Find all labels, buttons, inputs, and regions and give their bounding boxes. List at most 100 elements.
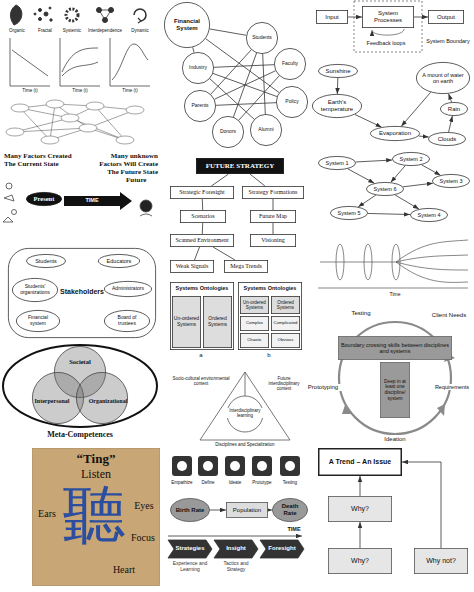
node-outline <box>196 158 283 173</box>
node-outline <box>26 254 65 267</box>
ellipse-node: System 5 <box>330 206 368 220</box>
process-box: Why? <box>328 548 392 574</box>
ellipse-node: System 1 <box>318 156 356 170</box>
text-label: Time <box>380 292 410 298</box>
text-label: Interdisciplinary learning <box>225 408 265 418</box>
node-outline <box>172 296 200 347</box>
node-text: Strategies <box>168 545 212 552</box>
text-label: Organic <box>6 28 28 33</box>
text-label: Testing <box>344 310 378 317</box>
text-label: Prototyping <box>304 384 342 391</box>
connector <box>414 17 428 18</box>
ellipse-node: Present <box>26 192 62 206</box>
node-text: A Trend – An Issue <box>329 458 392 466</box>
concept-network <box>41 136 59 144</box>
connector <box>449 94 452 102</box>
node-text: Focus <box>128 532 158 544</box>
process-box: Future Map <box>250 210 296 223</box>
concept-network <box>116 136 134 144</box>
node-text: Parents <box>191 103 208 109</box>
process-icon <box>203 461 213 471</box>
process-icon <box>280 456 300 476</box>
process-box: “Ting”Listen聽EarsEyesFocusHeart <box>32 448 160 586</box>
node-text: Board of trustees <box>110 315 144 327</box>
text-label: Many Factors Created The Current State <box>4 152 76 168</box>
ellipse-node: Birth Rate <box>170 498 210 522</box>
node-outline <box>250 234 295 246</box>
ellipse-node: Financial System <box>164 2 210 48</box>
design-cycle <box>437 404 445 416</box>
node-text: Un-ordered Systems <box>173 316 200 328</box>
node-outline <box>428 132 465 145</box>
ellipse-node: System 4 <box>410 208 448 222</box>
concept-network <box>15 104 135 140</box>
connector <box>210 29 247 35</box>
connector <box>211 174 228 186</box>
attribute-icon <box>138 18 141 23</box>
process-icon <box>172 456 300 476</box>
connector <box>355 114 382 127</box>
ellipse-node: Parents <box>184 90 216 122</box>
ellipse-node: Industry <box>182 52 214 84</box>
text-label: Empathize <box>169 480 195 485</box>
wave-diagram <box>396 262 468 270</box>
node-text: Evaporation <box>379 130 411 137</box>
node-text: Systems Ontologies <box>170 285 234 291</box>
process-box: System Processes <box>362 6 414 28</box>
text-label: Future interdisciplinary context <box>262 376 306 392</box>
attribute-icon <box>109 8 114 13</box>
process-box: Population <box>226 502 268 518</box>
connector <box>419 136 429 137</box>
connector <box>395 195 419 209</box>
node-outline <box>12 278 57 301</box>
connector <box>263 54 266 114</box>
chevron-step: Foresight <box>260 540 304 582</box>
process-icon <box>230 461 240 471</box>
connector <box>213 247 235 260</box>
connector <box>239 76 279 120</box>
process-box: Mega Trends <box>224 260 268 273</box>
ellipse-node: A mount of water on earth <box>416 62 470 94</box>
node-text: Eyes <box>130 500 158 512</box>
attribute-icon <box>50 19 52 21</box>
node-text: Students' organizations <box>18 284 52 296</box>
concept-network <box>11 104 29 112</box>
node-text: Systems Ontologies <box>238 285 302 291</box>
node-outline <box>271 296 299 313</box>
connector <box>358 195 376 207</box>
process-box: Input <box>316 10 348 24</box>
chevron-step: InsightTactics and Strategy <box>214 540 258 582</box>
node-text: Donors <box>220 129 236 135</box>
attribute-icon <box>66 9 78 21</box>
node-text: Why not? <box>426 557 456 565</box>
node-outline <box>330 206 367 219</box>
mini-chart <box>10 38 150 86</box>
time-arrow <box>64 192 132 210</box>
concept-network <box>6 100 144 144</box>
node-outline <box>214 540 258 558</box>
process-icon <box>177 461 187 471</box>
node-outline <box>362 6 413 27</box>
connector <box>360 476 361 496</box>
process-icon <box>285 461 295 471</box>
process-box: Obvious <box>271 333 300 348</box>
ellipse-node: Educators <box>98 254 140 268</box>
node-outline <box>170 186 233 198</box>
ellipse-node: Students <box>26 254 66 268</box>
node-text: Future Map <box>259 213 287 220</box>
wave-diagram <box>320 262 396 263</box>
text-label: Testing <box>277 480 303 485</box>
sketch-icon <box>4 195 14 201</box>
ellipse-node: System 2 <box>392 152 430 166</box>
time-axis <box>168 536 302 537</box>
connector <box>401 92 430 126</box>
node-text: Ordered Systems <box>204 316 231 328</box>
time-axis <box>168 536 302 537</box>
connector <box>348 17 362 18</box>
design-cycle <box>339 322 451 434</box>
connector <box>360 522 361 548</box>
chevron-step: StrategiesExperience and Learning <box>168 540 212 582</box>
node-text: Input <box>325 14 338 21</box>
node-outline <box>250 114 281 145</box>
node-text: Alumni <box>258 127 273 133</box>
